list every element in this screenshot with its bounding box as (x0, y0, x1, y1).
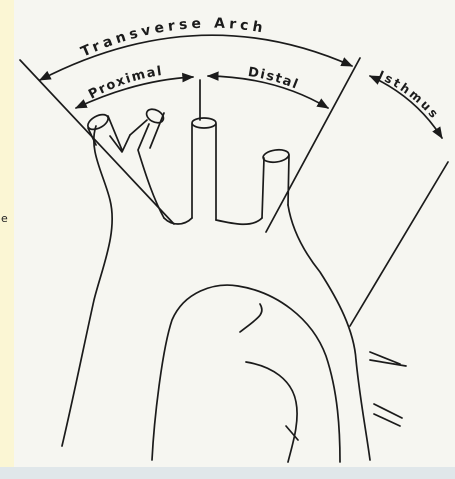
left-subclavian-orifice (262, 148, 289, 164)
proximal-label: Proximal (86, 64, 164, 103)
aortic-arch-diagram: Transverse Arch Proximal Distal Isthmus (14, 0, 455, 467)
intercostal-artery-upper (370, 352, 406, 366)
bottom-strip (0, 467, 455, 479)
aortic-arch-figure: Transverse Arch Proximal Distal Isthmus (14, 0, 455, 467)
arch-roof-distal (216, 218, 262, 224)
inner-curvature (152, 285, 340, 462)
left-subclavian-artery (262, 155, 289, 218)
distal-label: Distal (247, 65, 301, 93)
intercostal-artery-lower (374, 404, 402, 426)
left-carotid-artery (192, 124, 216, 220)
left-margin (0, 0, 14, 479)
pulmonary-trunk (240, 304, 262, 332)
stray-character: e (1, 212, 8, 225)
isthmus-label: Isthmus (376, 68, 442, 122)
left-carotid-orifice (192, 118, 216, 128)
isthmus-radial-line (350, 162, 448, 326)
descending-aorta-outer-wall (288, 205, 370, 460)
pulmonary-artery-curve (246, 362, 297, 462)
ascending-aorta-outer-wall (62, 126, 112, 446)
